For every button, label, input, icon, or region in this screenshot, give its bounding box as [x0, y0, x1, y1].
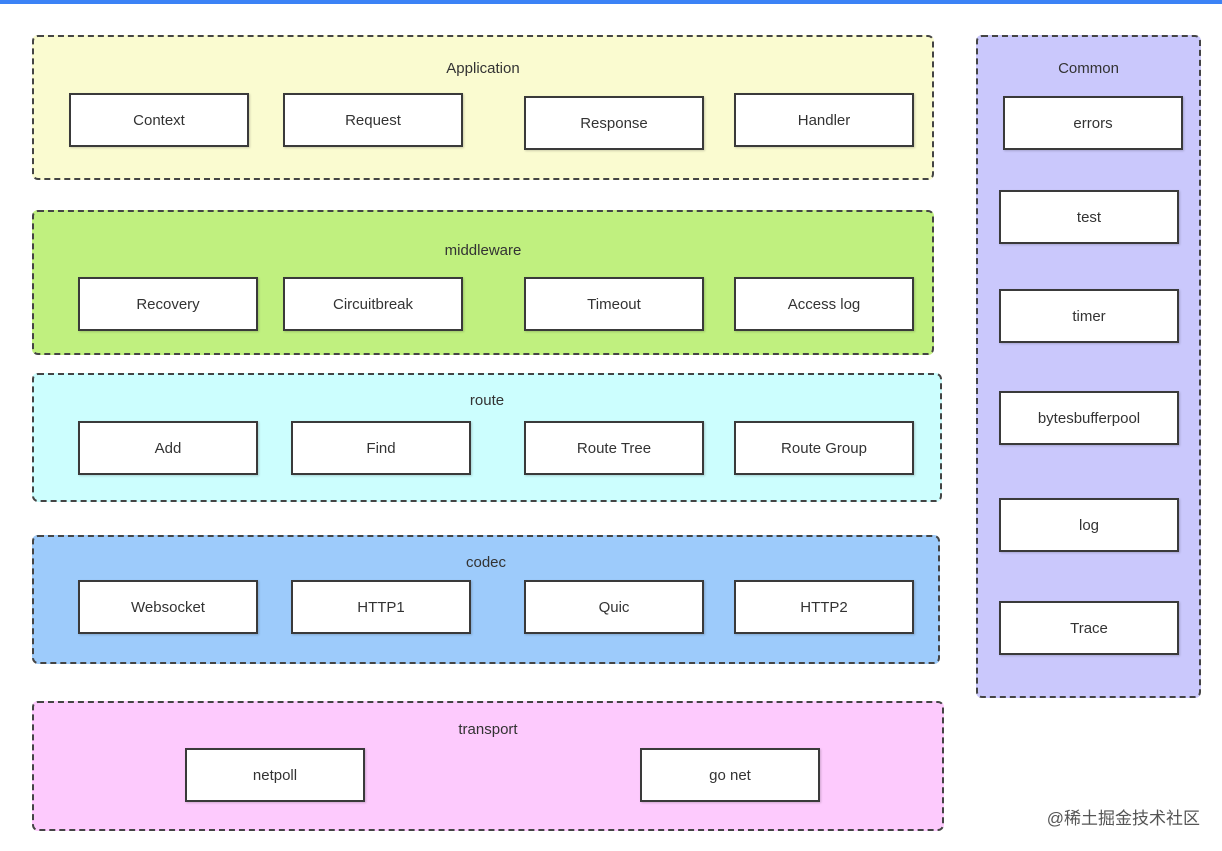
codec-layer: codec Websocket HTTP1 Quic HTTP2 [32, 535, 940, 664]
route-layer: route Add Find Route Tree Route Group [32, 373, 942, 502]
http1-box: HTTP1 [291, 580, 471, 634]
route-tree-box: Route Tree [524, 421, 704, 475]
common-layer-title: Common [1058, 60, 1119, 77]
trace-box: Trace [999, 601, 1179, 655]
quic-box: Quic [524, 580, 704, 634]
watermark-text: @稀土掘金技术社区 [1046, 809, 1200, 828]
log-box: log [999, 498, 1179, 552]
circuitbreak-box: Circuitbreak [283, 277, 463, 331]
codec-layer-title: codec [465, 554, 507, 571]
middleware-layer-title: middleware [444, 242, 522, 259]
context-box: Context [69, 93, 249, 147]
transport-layer-title: transport [458, 721, 518, 738]
recovery-box: Recovery [78, 277, 258, 331]
common-layer: Common errors test timer bytesbufferpool… [976, 35, 1201, 698]
route-layer-title: route [469, 392, 505, 409]
route-group-box: Route Group [734, 421, 914, 475]
middleware-layer: middleware Recovery Circuitbreak Timeout… [32, 210, 934, 355]
websocket-box: Websocket [78, 580, 258, 634]
test-box: test [999, 190, 1179, 244]
application-layer: Application Context Request Response Han… [32, 35, 934, 180]
request-box: Request [283, 93, 463, 147]
top-accent-bar [0, 0, 1222, 4]
http2-box: HTTP2 [734, 580, 914, 634]
find-box: Find [291, 421, 471, 475]
response-box: Response [524, 96, 704, 150]
application-layer-title: Application [446, 60, 520, 77]
timer-box: timer [999, 289, 1179, 343]
bytesbufferpool-box: bytesbufferpool [999, 391, 1179, 445]
access-log-box: Access log [734, 277, 914, 331]
go-net-box: go net [640, 748, 820, 802]
timeout-box: Timeout [524, 277, 704, 331]
add-box: Add [78, 421, 258, 475]
transport-layer: transport netpoll go net [32, 701, 944, 831]
handler-box: Handler [734, 93, 914, 147]
netpoll-box: netpoll [185, 748, 365, 802]
errors-box: errors [1003, 96, 1183, 150]
